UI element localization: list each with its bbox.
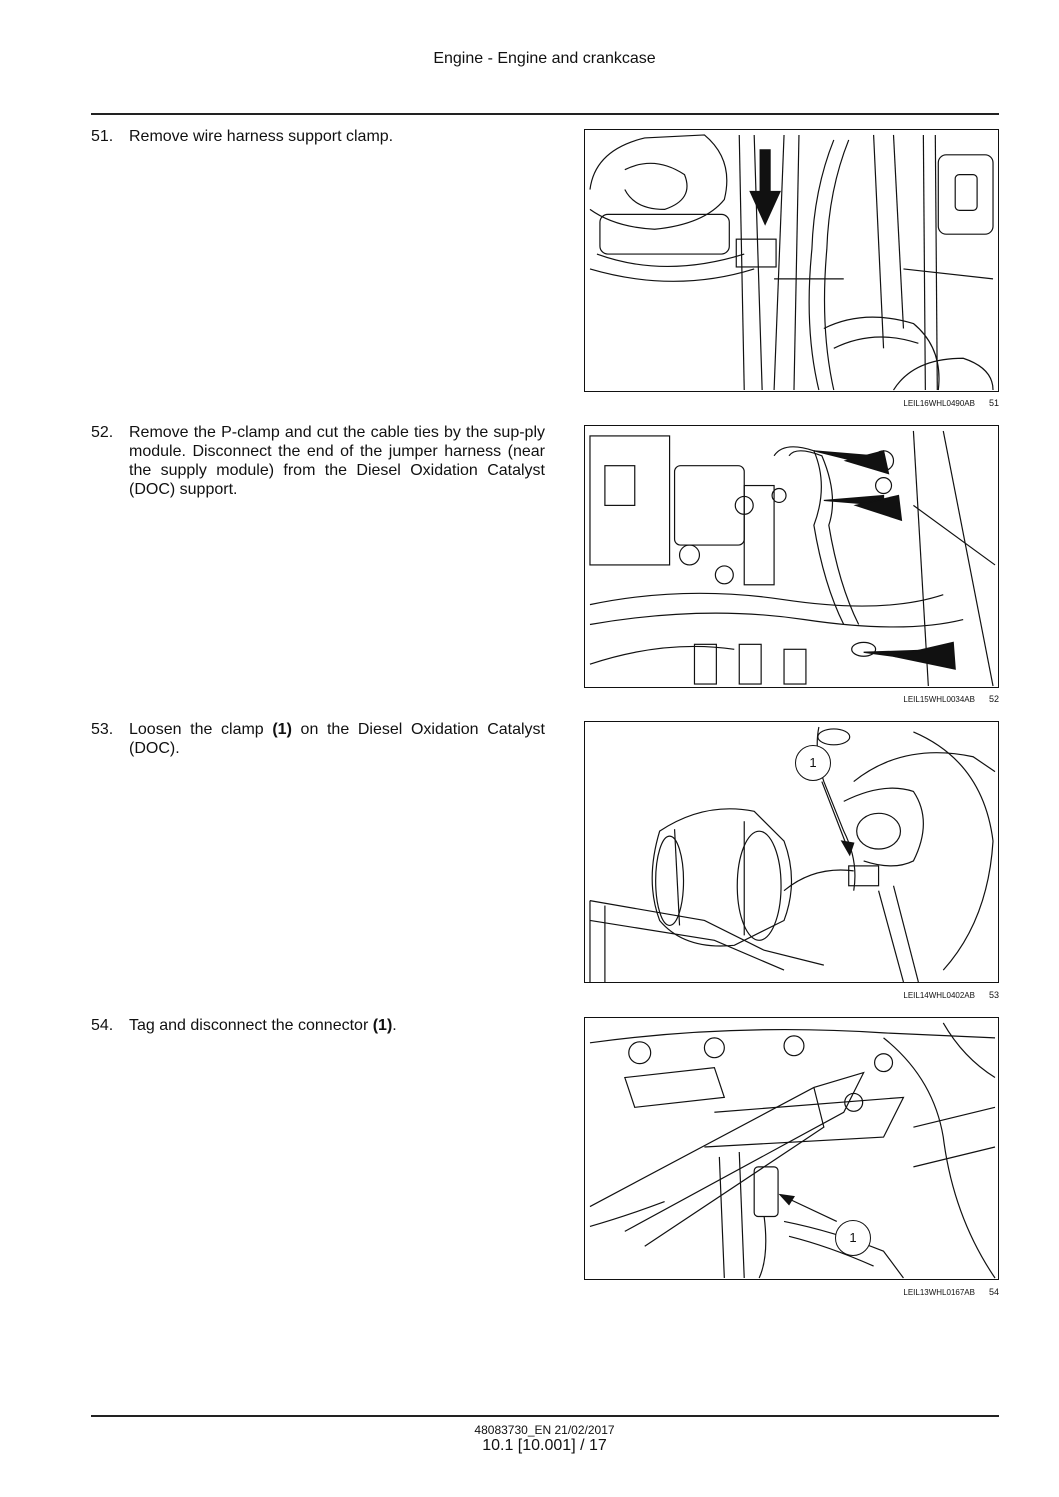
step-number: 54. [91,1017,114,1034]
step-53: 53. Loosen the clamp (1) on the Diesel O… [91,720,545,758]
callout-number: 1 [795,745,831,781]
figure-code: LEIL15WHL0034AB [903,695,975,704]
footer-document-reference: 48083730_EN 21/02/2017 [474,1423,615,1437]
page-header-title: Engine - Engine and crankcase [433,50,656,67]
figure-code: LEIL14WHL0402AB [903,991,975,1000]
header-divider [91,113,999,115]
figure-53-illustration [584,721,999,983]
figure-number: 53 [988,990,999,1000]
figure-54-caption: LEIL13WHL0167AB 54 [584,1287,999,1297]
figure-54-illustration [584,1017,999,1280]
figure-number: 54 [988,1287,999,1297]
step-number: 52. [91,424,114,441]
step-number: 51. [91,128,114,145]
step-text: Tag and disconnect the connector (1). [129,1017,397,1034]
figure-number: 51 [988,398,999,408]
step-text: Remove wire harness support clamp. [129,128,394,145]
step-text: Remove the P-clamp and cut the cable tie… [129,424,545,498]
figure-53-caption: LEIL14WHL0402AB 53 [584,990,999,1000]
step-text: Loosen the clamp (1) on the Diesel Oxida… [129,721,545,757]
figure-52-illustration [584,425,999,688]
figure-code: LEIL13WHL0167AB [903,1288,975,1297]
figure-code: LEIL16WHL0490AB [903,399,975,408]
footer-divider [91,1415,999,1417]
step-52: 52. Remove the P-clamp and cut the cable… [91,423,545,499]
step-54: 54. Tag and disconnect the connector (1)… [91,1016,545,1035]
step-51: 51. Remove wire harness support clamp. [91,127,545,146]
figure-51-illustration [584,129,999,392]
callout-number: 1 [835,1220,871,1256]
figure-52-caption: LEIL15WHL0034AB 52 [584,694,999,704]
figure-number: 52 [988,694,999,704]
footer-page-number: 10.1 [10.001] / 17 [482,1437,607,1454]
step-number: 53. [91,721,114,738]
figure-51-caption: LEIL16WHL0490AB 51 [584,398,999,408]
